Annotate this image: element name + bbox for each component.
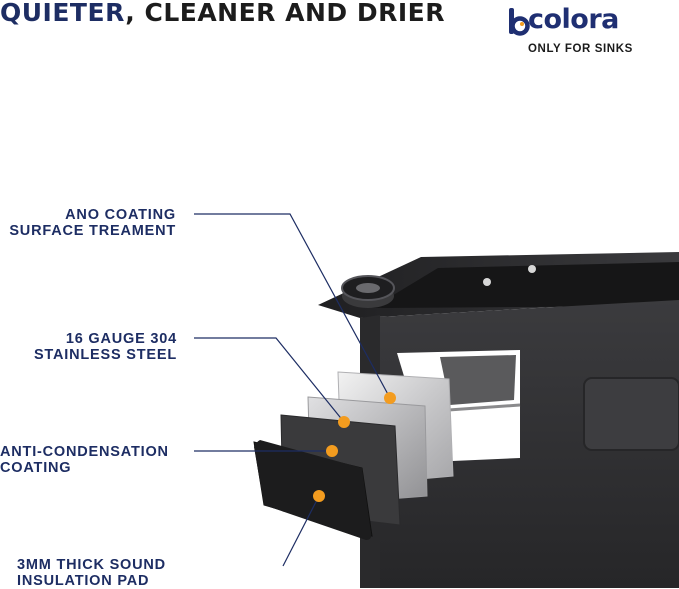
label-line: INSULATION PAD — [17, 573, 150, 589]
page-headline: QUIETER, CLEANER AND DRIER — [0, 0, 445, 27]
label-anti-condensation: ANTI-CONDENSATION COATING — [0, 444, 169, 476]
label-line: 3MM THICK SOUND — [17, 557, 166, 573]
label-insulation-pad: 3MM THICK SOUND INSULATION PAD — [17, 557, 166, 589]
callout-dot — [326, 445, 338, 457]
label-line: STAINLESS STEEL — [33, 347, 177, 363]
label-ano-coating: ANO COATING SURFACE TREAMENT — [9, 207, 176, 239]
label-stainless-steel: 16 GAUGE 304 STAINLESS STEEL — [34, 331, 177, 363]
leader-lines — [194, 213, 391, 567]
callout-dot — [338, 416, 350, 428]
brand-logo: colora ONLY FOR SINKS — [508, 4, 658, 58]
headline-rest: , CLEANER AND DRIER — [125, 0, 445, 27]
headline-accent: QUIETER — [0, 0, 126, 27]
b-letter-mark-icon — [509, 8, 530, 36]
label-line: 16 GAUGE 304 — [65, 331, 177, 347]
callout-dot — [313, 490, 325, 502]
brand-tagline: ONLY FOR SINKS — [528, 43, 633, 55]
sink-body — [318, 252, 679, 588]
callout-dot — [384, 392, 396, 404]
label-line: ANO COATING — [65, 207, 176, 223]
label-line: SURFACE TREAMENT — [9, 223, 176, 239]
brand-wordmark: colora — [528, 4, 619, 35]
cup-washer-icon — [341, 275, 395, 308]
label-line: ANTI-CONDENSATION — [0, 444, 169, 460]
label-line: COATING — [0, 460, 72, 476]
